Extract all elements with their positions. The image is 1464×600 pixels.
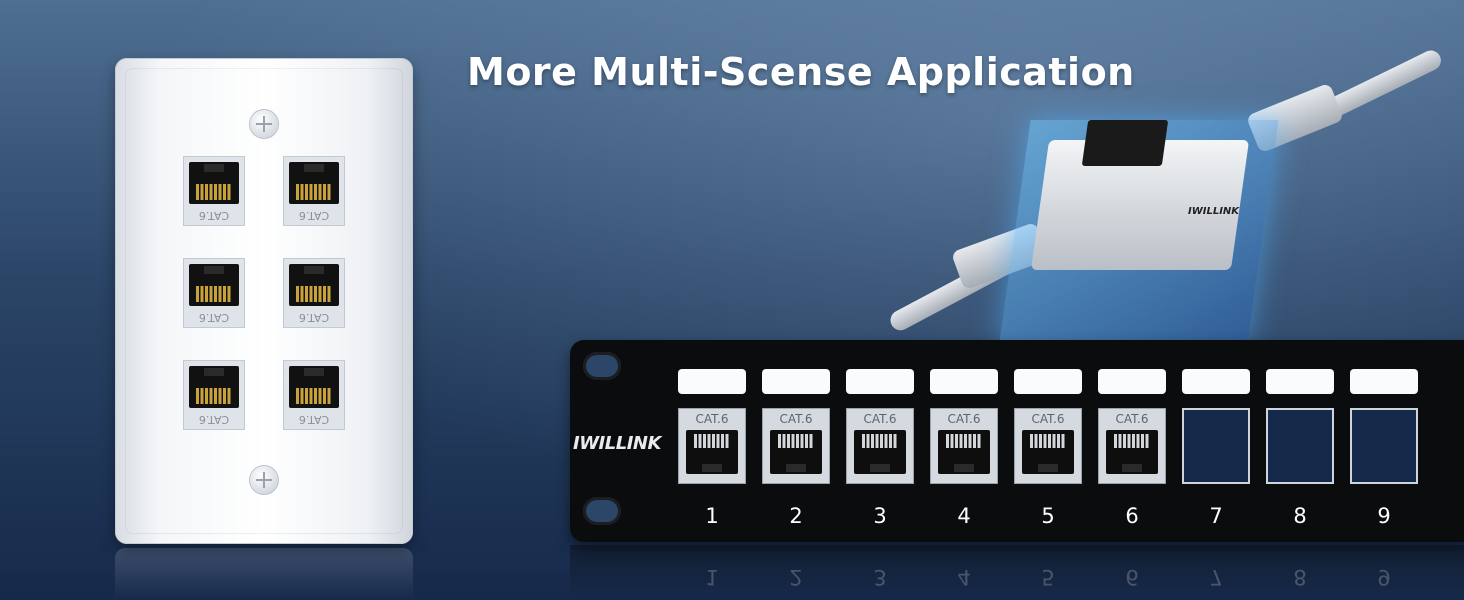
panel-port-label: CAT.6 [947, 412, 981, 426]
panel-port-number: 7 [1209, 504, 1223, 528]
patch-panel-reflection [570, 545, 1464, 600]
rack-hole-bottom [583, 497, 621, 525]
panel-port-9 [1350, 408, 1418, 484]
panel-port-label: CAT.6 [1031, 412, 1065, 426]
wall-port-label: CAT.6 [298, 209, 330, 222]
panel-port-number-reflection: 1 [705, 565, 719, 589]
panel-port-number: 9 [1377, 504, 1391, 528]
panel-label-strip [762, 369, 830, 394]
rj45-jack-icon [686, 430, 738, 474]
rj45-jack-icon [770, 430, 822, 474]
wall-plate: CAT.6 CAT.6 CAT.6 CAT.6 CAT.6 CAT.6 [115, 58, 413, 544]
rack-hole-top [583, 352, 621, 380]
panel-port-number: 3 [873, 504, 887, 528]
rj45-jack-icon [1106, 430, 1158, 474]
wall-port-3: CAT.6 [183, 258, 245, 328]
panel-port-label: CAT.6 [1115, 412, 1149, 426]
panel-label-strip [678, 369, 746, 394]
wall-port-label: CAT.6 [298, 413, 330, 426]
coupler-brand-text: IWILLINK [1188, 206, 1240, 217]
rj45-jack-icon [189, 162, 239, 204]
rj45-jack-icon [938, 430, 990, 474]
rj45-jack-icon [854, 430, 906, 474]
panel-port-number: 5 [1041, 504, 1055, 528]
panel-port-number-reflection: 2 [789, 565, 803, 589]
panel-port-number-reflection: 9 [1377, 565, 1391, 589]
panel-port-7 [1182, 408, 1250, 484]
patch-panel-brand-text: IWILLINK [573, 433, 661, 454]
wall-port-1: CAT.6 [183, 156, 245, 226]
panel-port-number-reflection: 7 [1209, 565, 1223, 589]
panel-label-strip [1266, 369, 1334, 394]
panel-label-strip [846, 369, 914, 394]
panel-port-1: CAT.6 [678, 408, 746, 484]
panel-port-8 [1266, 408, 1334, 484]
panel-label-strip [930, 369, 998, 394]
rj45-jack-icon [289, 162, 339, 204]
panel-port-number-reflection: 6 [1125, 565, 1139, 589]
panel-label-strip [1014, 369, 1082, 394]
rj45-jack-icon [189, 366, 239, 408]
panel-port-number: 6 [1125, 504, 1139, 528]
panel-port-number-reflection: 4 [957, 565, 971, 589]
panel-port-label: CAT.6 [863, 412, 897, 426]
wall-port-label: CAT.6 [198, 209, 230, 222]
coupler-latch [1081, 120, 1169, 166]
panel-label-strip [1182, 369, 1250, 394]
panel-port-number: 1 [705, 504, 719, 528]
wall-plate-reflection [115, 548, 413, 600]
rj45-jack-icon [289, 264, 339, 306]
panel-port-number-reflection: 3 [873, 565, 887, 589]
panel-port-2: CAT.6 [762, 408, 830, 484]
panel-label-strip [1350, 369, 1418, 394]
rj45-jack-icon [289, 366, 339, 408]
headline: More Multi-Scense Application [467, 50, 1135, 94]
top-screw-icon [250, 110, 278, 138]
panel-port-number: 8 [1293, 504, 1307, 528]
bottom-screw-icon [250, 466, 278, 494]
wall-port-4: CAT.6 [283, 258, 345, 328]
wall-port-label: CAT.6 [198, 413, 230, 426]
rj45-jack-icon [189, 264, 239, 306]
panel-label-strip [1098, 369, 1166, 394]
panel-port-label: CAT.6 [695, 412, 729, 426]
panel-port-number-reflection: 5 [1041, 565, 1055, 589]
rj45-jack-icon [1022, 430, 1074, 474]
wall-port-2: CAT.6 [283, 156, 345, 226]
wall-port-5: CAT.6 [183, 360, 245, 430]
panel-port-6: CAT.6 [1098, 408, 1166, 484]
wall-port-6: CAT.6 [283, 360, 345, 430]
wall-port-label: CAT.6 [198, 311, 230, 324]
panel-port-5: CAT.6 [1014, 408, 1082, 484]
panel-port-4: CAT.6 [930, 408, 998, 484]
panel-port-number-reflection: 8 [1293, 565, 1307, 589]
panel-port-number: 4 [957, 504, 971, 528]
panel-port-3: CAT.6 [846, 408, 914, 484]
panel-port-label: CAT.6 [779, 412, 813, 426]
panel-port-number: 2 [789, 504, 803, 528]
wall-port-label: CAT.6 [298, 311, 330, 324]
